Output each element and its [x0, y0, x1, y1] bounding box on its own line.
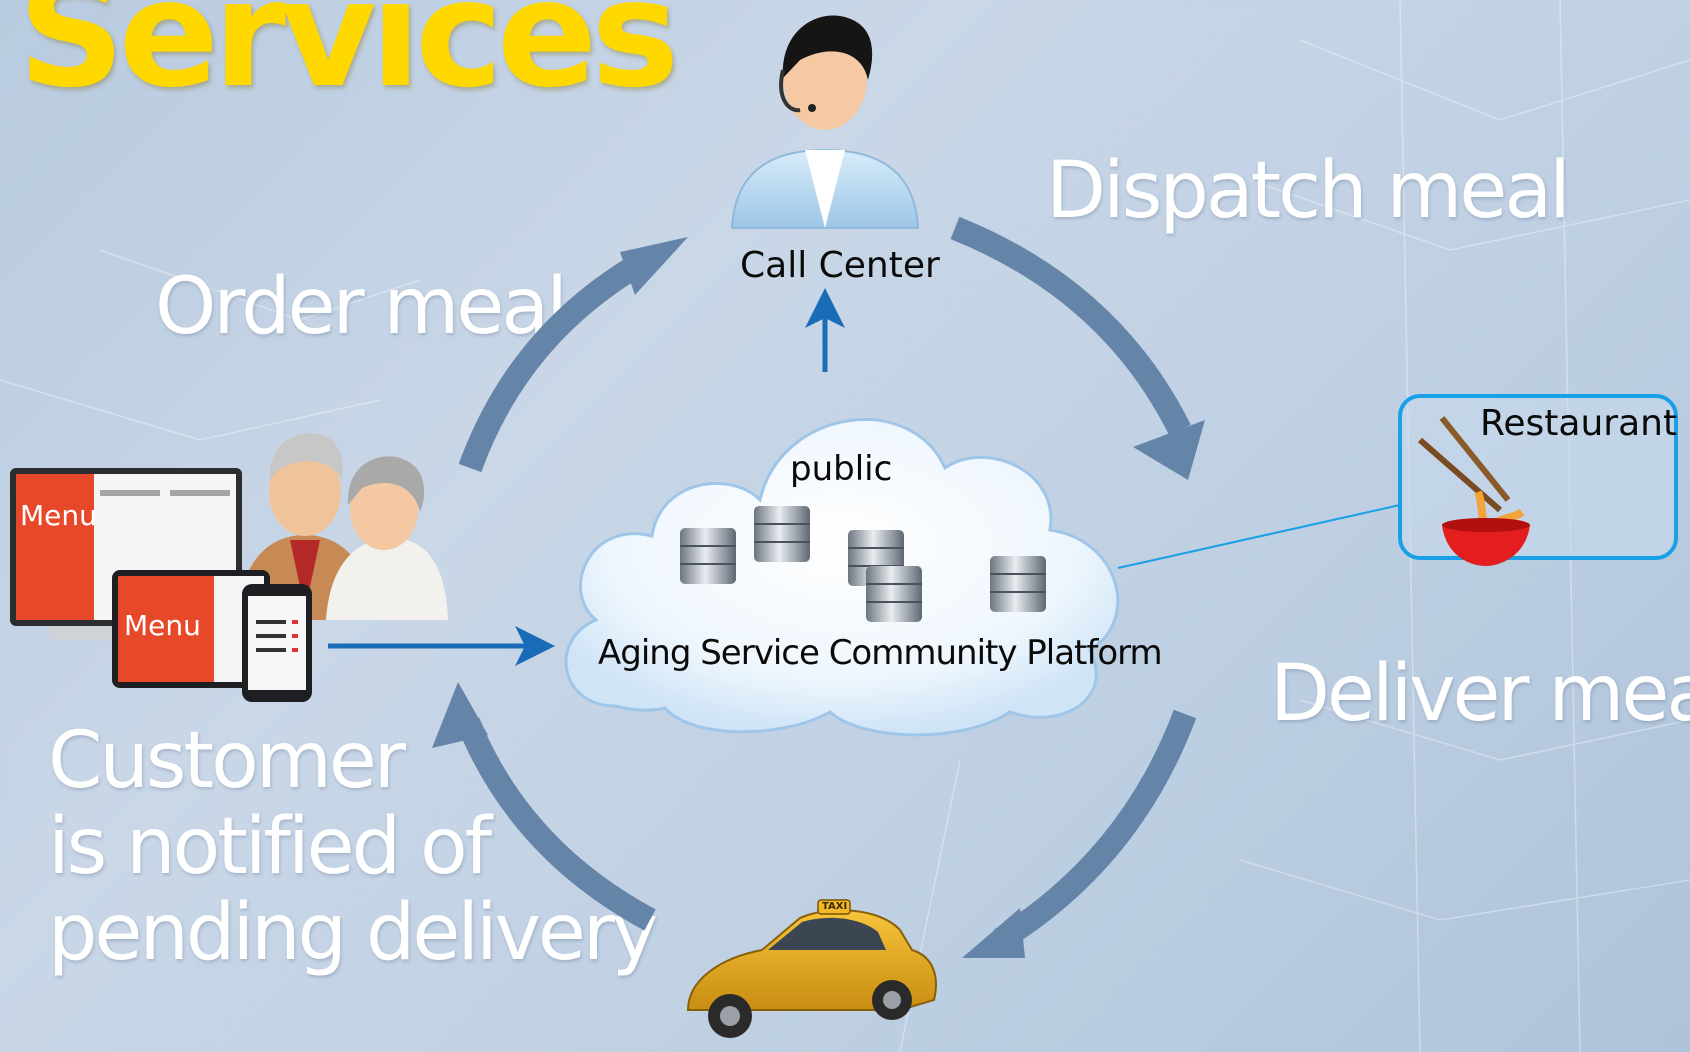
database-icon [866, 566, 922, 622]
call-center-agent-icon [730, 15, 920, 229]
order-arc [458, 247, 656, 473]
customer-notified-label: Customer is notified of pending delivery [48, 716, 658, 978]
customer-line: pending delivery [48, 888, 658, 978]
noodle-bowl-icon [1418, 416, 1530, 566]
tablet-menu-text: Menu [124, 609, 201, 642]
database-icon [754, 506, 810, 562]
monitor-menu-text: Menu [20, 499, 97, 532]
platform-label: Aging Service Community Platform [598, 633, 1163, 673]
taxi-sign-text: TAXI [822, 901, 848, 912]
deliver-arc [993, 709, 1197, 951]
menu-devices-icon [10, 468, 312, 702]
order-arrowhead [620, 237, 688, 295]
page-title: Services [18, 0, 679, 120]
database-icon [680, 528, 736, 584]
cycle-arrowheads [432, 237, 1205, 958]
deliver-arrowhead [962, 908, 1025, 958]
cloud-platform [564, 418, 1120, 737]
restaurant-label: Restaurant [1480, 403, 1678, 444]
customer-line: Customer [48, 716, 406, 806]
restaurant-connector [1117, 504, 1401, 569]
cycle-arrows [456, 216, 1197, 951]
dispatch-arrowhead [1133, 420, 1205, 480]
database-icon [990, 556, 1046, 612]
call-center-label: Call Center [740, 245, 940, 286]
customer-line: is notified of [48, 802, 492, 892]
server-cluster [680, 506, 1046, 622]
dispatch-meal-label: Dispatch meal [1046, 146, 1571, 236]
notify-arrowhead [432, 682, 488, 748]
taxi-icon [686, 899, 937, 1038]
order-meal-label: Order meal [155, 262, 568, 352]
cloud-public-label: public [790, 449, 893, 489]
deliver-meal-label: Deliver meal [1270, 649, 1690, 739]
dispatch-arc [950, 216, 1191, 436]
notify-arc [456, 717, 656, 931]
